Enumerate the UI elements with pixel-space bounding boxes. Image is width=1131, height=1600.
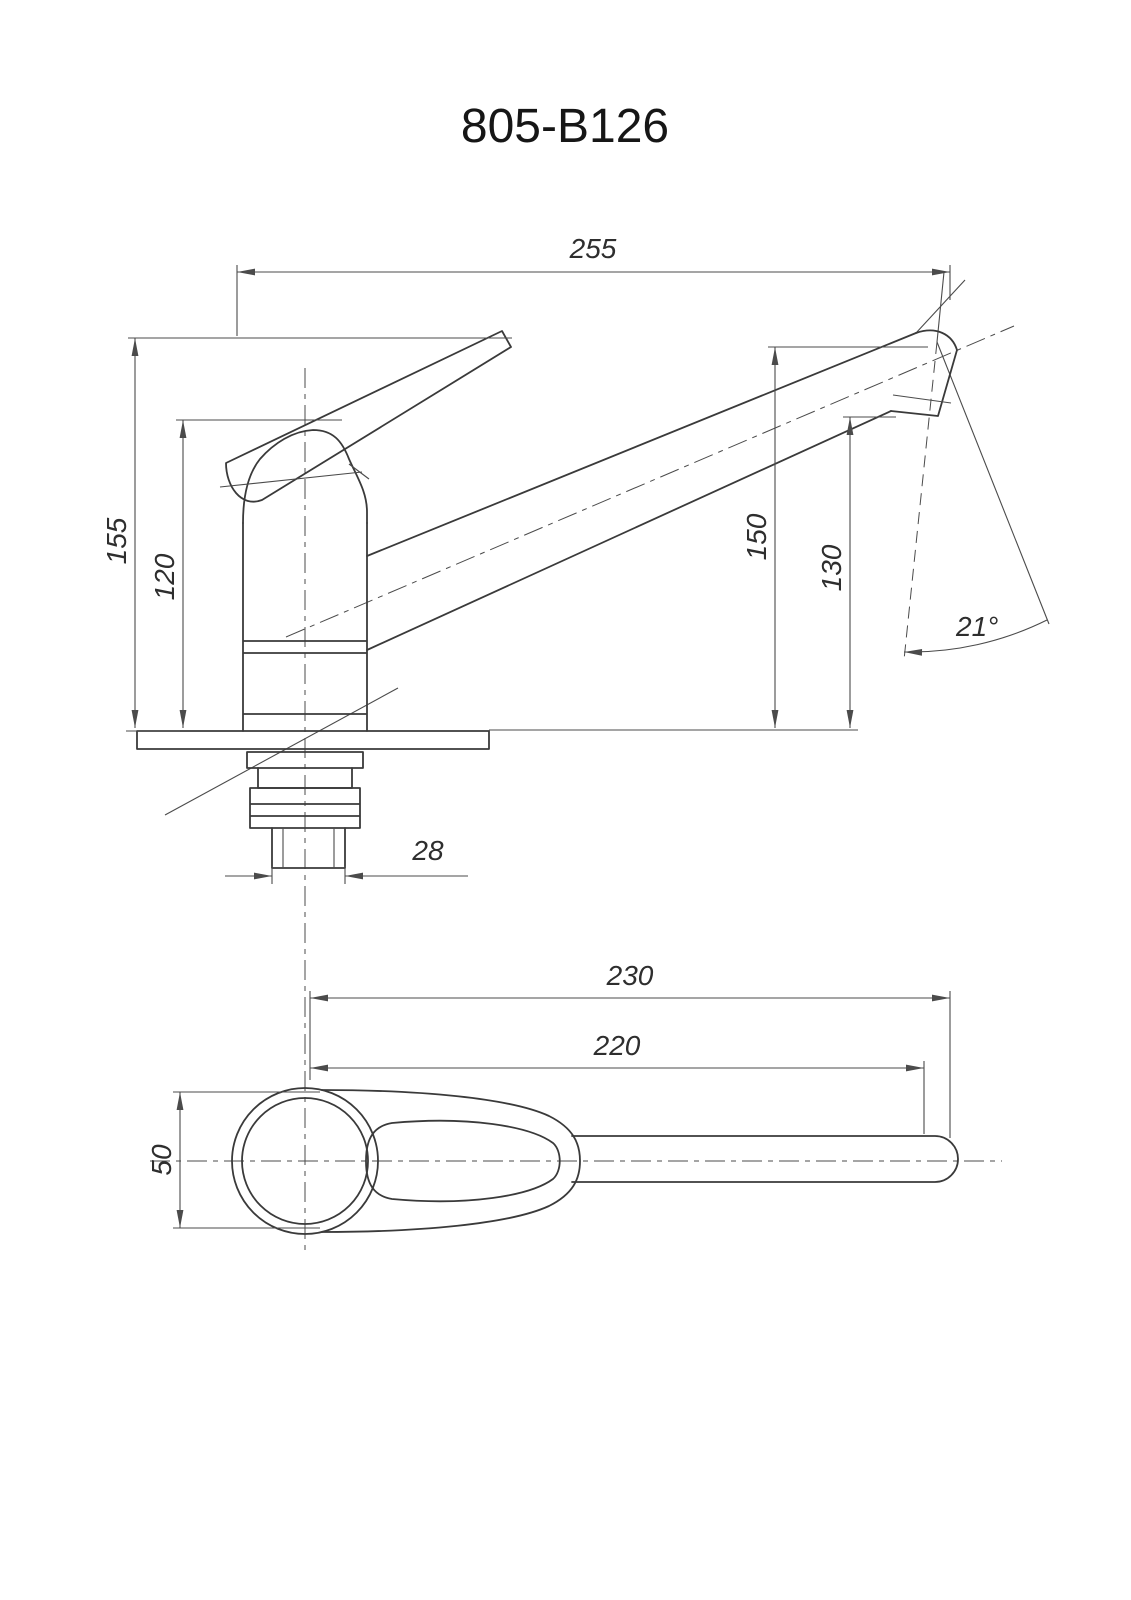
outlet-axis-extension bbox=[936, 271, 945, 343]
angle-arc-21 bbox=[903, 619, 1048, 656]
dimension-label-handle-width: 50 bbox=[146, 1144, 177, 1176]
threaded-pipe-outline bbox=[271, 827, 346, 869]
dimension-label-shank-width: 28 bbox=[411, 835, 444, 866]
cartridge-dome-outline bbox=[242, 429, 368, 524]
mounting-plate-outline bbox=[136, 730, 490, 750]
dimension-label-spout-height: 150 bbox=[741, 513, 772, 560]
spout-tip-outline bbox=[890, 329, 958, 417]
spout-axis-centerline bbox=[285, 325, 1015, 638]
body-inner-circle bbox=[241, 1097, 369, 1225]
outlet-axis-line bbox=[903, 341, 938, 661]
faucet-body-outline bbox=[242, 522, 368, 732]
dimension-label-body-height: 120 bbox=[149, 553, 180, 600]
handle-parting-line bbox=[219, 471, 363, 488]
dimension-label-overall-length: 255 bbox=[569, 233, 617, 264]
side-view-dimensions: 255 155 120 150 130 21° bbox=[101, 233, 1048, 884]
handle-plan-outline bbox=[321, 1089, 581, 1233]
spout-outline bbox=[366, 332, 917, 651]
dimension-label-total-height: 155 bbox=[101, 517, 132, 564]
top-view-dimensions: 230 220 50 bbox=[146, 960, 951, 1229]
shank-flange-outline bbox=[246, 751, 364, 769]
dimension-label-spout-reach: 220 bbox=[593, 1030, 641, 1061]
spout-plan-outline bbox=[571, 1135, 959, 1183]
handle-detail-line bbox=[348, 463, 370, 480]
side-view-faucet bbox=[136, 329, 958, 869]
dimension-label-overall-reach: 230 bbox=[606, 960, 654, 991]
dimension-label-spout-angle: 21° bbox=[955, 611, 998, 642]
body-outer-circle bbox=[231, 1087, 379, 1235]
aerator-seam-line bbox=[892, 394, 952, 404]
thread-lines bbox=[282, 828, 335, 868]
lever-handle-outline bbox=[225, 330, 512, 503]
dimension-label-outlet-height: 130 bbox=[816, 544, 847, 591]
top-view-faucet bbox=[231, 1087, 959, 1235]
handle-cutout-outline bbox=[365, 1119, 561, 1203]
drawing-title: 805-B126 bbox=[461, 100, 669, 153]
angle-reference-line bbox=[936, 341, 1050, 625]
extension-line bbox=[173, 1091, 320, 1229]
shank-nut-outline bbox=[249, 787, 361, 829]
